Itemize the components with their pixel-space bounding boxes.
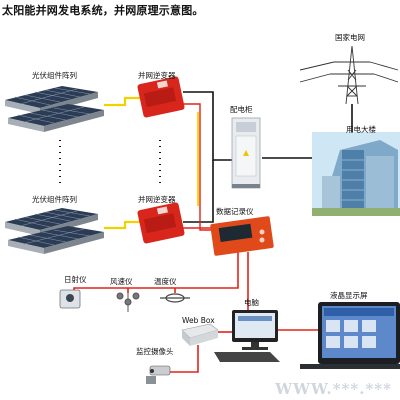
building-label: 用电大楼	[346, 125, 376, 134]
camera	[146, 365, 171, 384]
pv-array-top	[5, 86, 104, 132]
watermark: WWW.***.***	[275, 380, 392, 398]
wind-meter-label: 风速仪	[110, 277, 133, 286]
signal-camera	[170, 345, 199, 373]
camera-label: 监控摄像头	[136, 347, 174, 356]
inverter-bottom	[137, 202, 185, 244]
web-box-label: Web Box	[182, 316, 215, 325]
transmission-tower	[299, 45, 399, 105]
distribution-cabinet-label: 配电柜	[230, 105, 253, 114]
distribution-cabinet	[231, 117, 261, 189]
building	[312, 132, 400, 216]
dc-line-bottom	[104, 220, 140, 230]
dc-line-top	[104, 96, 140, 107]
lcd-screen-label: 液晶显示屏	[330, 291, 368, 300]
pv-array-bottom-label: 光伏组件阵列	[32, 195, 77, 204]
computer	[214, 310, 280, 362]
ac-line-bottom	[183, 160, 214, 223]
pv-array-top-label: 光伏组件阵列	[32, 71, 77, 80]
signal-inverters	[183, 103, 212, 231]
inverter-bottom-label: 并网逆变器	[138, 195, 176, 204]
ac-line-top	[183, 91, 232, 161]
inverter-top-label: 并网逆变器	[138, 71, 176, 80]
irradiance-meter	[59, 289, 81, 309]
temp-meter-label: 温度仪	[154, 277, 177, 286]
inverter-top	[137, 76, 185, 118]
computer-label: 电脑	[244, 298, 259, 307]
page-title: 太阳能并网发电系统，并网原理示意图。	[2, 4, 204, 17]
irradiance-meter-label: 日射仪	[64, 275, 87, 284]
lcd-screen	[300, 302, 400, 369]
data-logger-label: 数据记录仪	[216, 207, 254, 216]
web-box	[181, 323, 219, 346]
pv-array-bottom	[5, 208, 104, 254]
wind-meter	[116, 292, 140, 312]
national-grid-label: 国家电网	[335, 33, 365, 42]
data-logger	[210, 216, 274, 256]
temp-meter	[160, 293, 190, 303]
